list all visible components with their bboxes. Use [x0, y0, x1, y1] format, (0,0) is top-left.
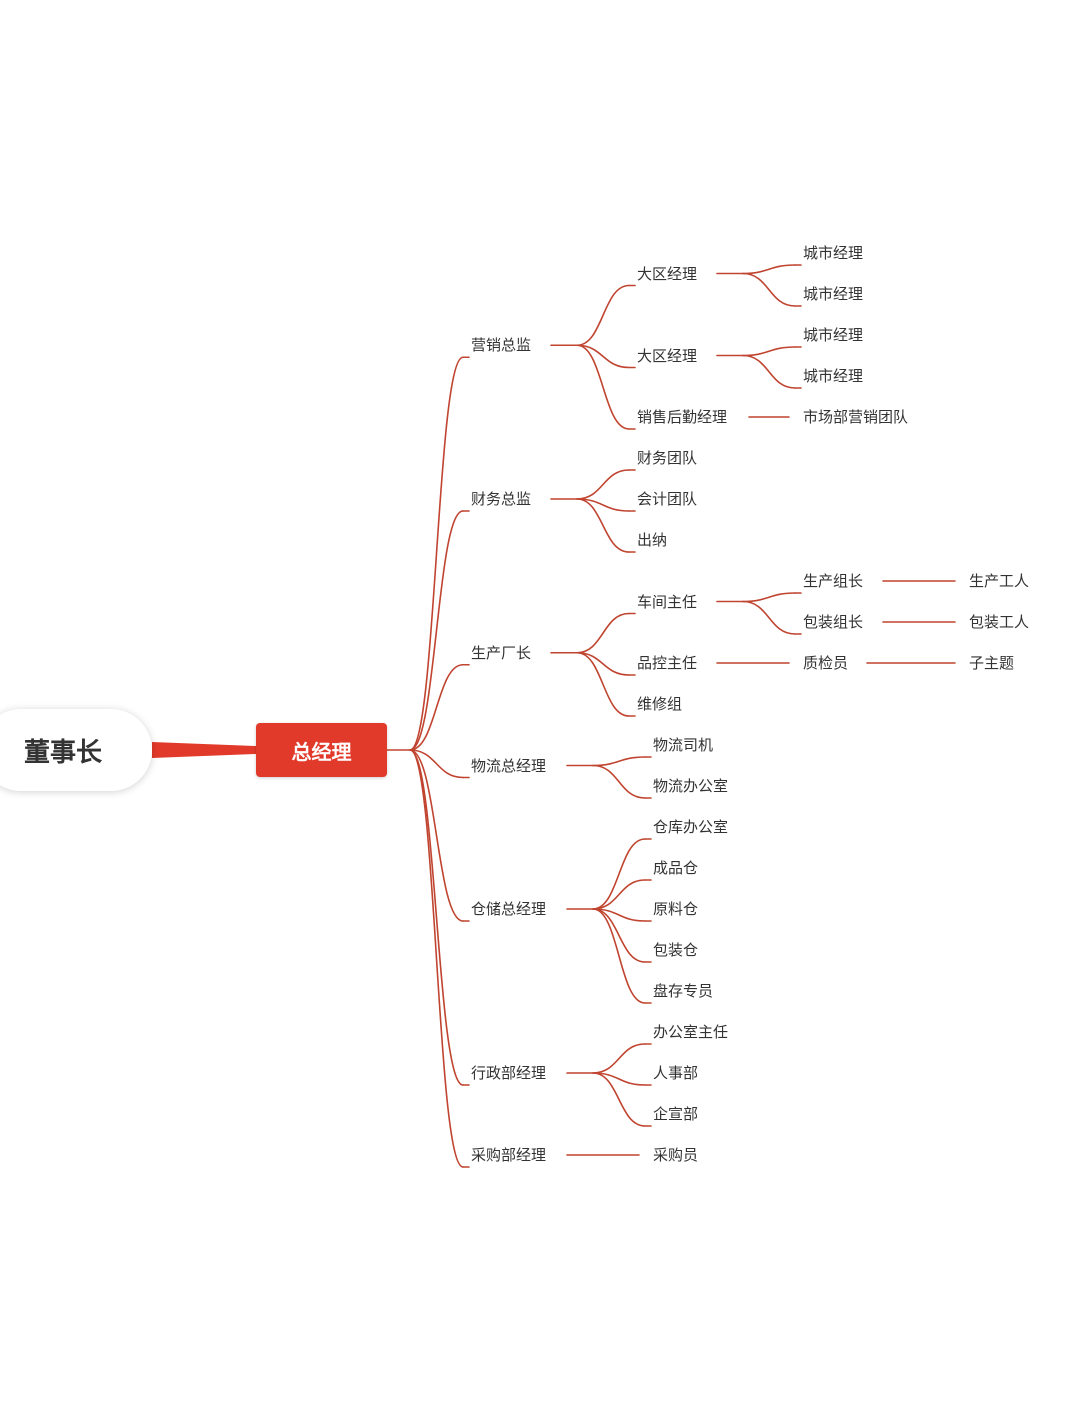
node-depth-2[interactable]: 原料仓 — [653, 900, 699, 918]
node-depth-2[interactable]: 出纳 — [637, 531, 668, 549]
link-curve — [592, 879, 646, 910]
node-depth-2[interactable]: 物流办公室 — [653, 777, 729, 795]
center-node-general-manager[interactable]: 总经理 — [256, 723, 387, 777]
link-curve — [592, 1043, 646, 1074]
node-depth-2[interactable]: 大区经理 — [637, 264, 698, 283]
root-connector — [152, 742, 256, 758]
link-curve — [576, 651, 630, 676]
node-depth-2[interactable]: 大区经理 — [637, 346, 698, 365]
link-curve — [742, 592, 796, 603]
node-depth-2[interactable]: 成品仓 — [653, 859, 699, 877]
link-curve — [592, 764, 646, 799]
node-depth-1[interactable]: 行政部经理 — [471, 1064, 547, 1082]
link-curve — [576, 344, 630, 369]
node-depth-2[interactable]: 会计团队 — [637, 490, 698, 508]
node-depth-3[interactable]: 生产组长 — [803, 572, 864, 590]
link-curve — [409, 510, 464, 751]
link-curve — [742, 264, 796, 275]
node-depth-1[interactable]: 仓储总经理 — [471, 900, 547, 918]
link-curve — [592, 756, 646, 767]
link-curve — [576, 651, 630, 717]
node-depth-1[interactable]: 生产厂长 — [471, 643, 532, 662]
node-depth-3[interactable]: 市场部营销团队 — [803, 408, 909, 426]
node-depth-2[interactable]: 人事部 — [653, 1064, 699, 1082]
node-depth-2[interactable]: 办公室主任 — [653, 1023, 729, 1041]
link-curve — [576, 469, 630, 500]
node-depth-2[interactable]: 销售后勤经理 — [637, 408, 728, 426]
node-depth-1[interactable]: 营销总监 — [471, 336, 532, 355]
link-curve — [742, 600, 796, 635]
link-curve — [592, 838, 646, 910]
link-curve — [742, 272, 796, 307]
node-depth-2[interactable]: 品控主任 — [637, 654, 698, 672]
node-depth-4[interactable]: 包装工人 — [969, 613, 1030, 631]
link-curve — [592, 908, 646, 1004]
link-curve — [576, 284, 630, 347]
node-depth-2[interactable]: 维修组 — [637, 695, 683, 713]
node-depth-3[interactable]: 质检员 — [803, 654, 849, 672]
link-curve — [409, 749, 464, 1168]
node-depth-2[interactable]: 采购员 — [653, 1146, 699, 1164]
link-curve — [409, 356, 464, 751]
node-depth-2[interactable]: 车间主任 — [637, 592, 698, 611]
node-depth-1[interactable]: 财务总监 — [471, 490, 532, 508]
node-depth-4[interactable]: 子主题 — [969, 654, 1015, 672]
node-depth-3[interactable]: 城市经理 — [803, 367, 864, 385]
link-curve — [409, 663, 464, 751]
link-curve — [592, 908, 646, 963]
link-curve — [576, 498, 630, 553]
node-depth-2[interactable]: 企宣部 — [653, 1105, 699, 1123]
node-depth-3[interactable]: 城市经理 — [803, 326, 864, 344]
link-curve — [409, 749, 464, 779]
root-node-chairman[interactable]: 董事长 — [0, 709, 152, 791]
link-curve — [576, 344, 630, 430]
node-depth-3[interactable]: 包装组长 — [803, 613, 864, 631]
link-curve — [576, 612, 630, 654]
link-curve — [742, 354, 796, 389]
node-depth-1[interactable]: 采购部经理 — [471, 1146, 547, 1164]
node-depth-3[interactable]: 城市经理 — [803, 244, 864, 262]
node-depth-2[interactable]: 财务团队 — [637, 449, 698, 467]
node-depth-4[interactable]: 生产工人 — [969, 572, 1030, 590]
link-curve — [409, 749, 464, 1086]
link-curve — [592, 1072, 646, 1127]
node-depth-2[interactable]: 仓库办公室 — [653, 818, 729, 836]
link-curve — [742, 346, 796, 357]
node-depth-2[interactable]: 物流司机 — [653, 736, 714, 754]
node-depth-2[interactable]: 盘存专员 — [653, 982, 714, 1000]
node-depth-3[interactable]: 城市经理 — [803, 285, 864, 303]
node-depth-1[interactable]: 物流总经理 — [471, 756, 547, 775]
link-curve — [409, 749, 464, 922]
node-depth-2[interactable]: 包装仓 — [653, 941, 699, 959]
